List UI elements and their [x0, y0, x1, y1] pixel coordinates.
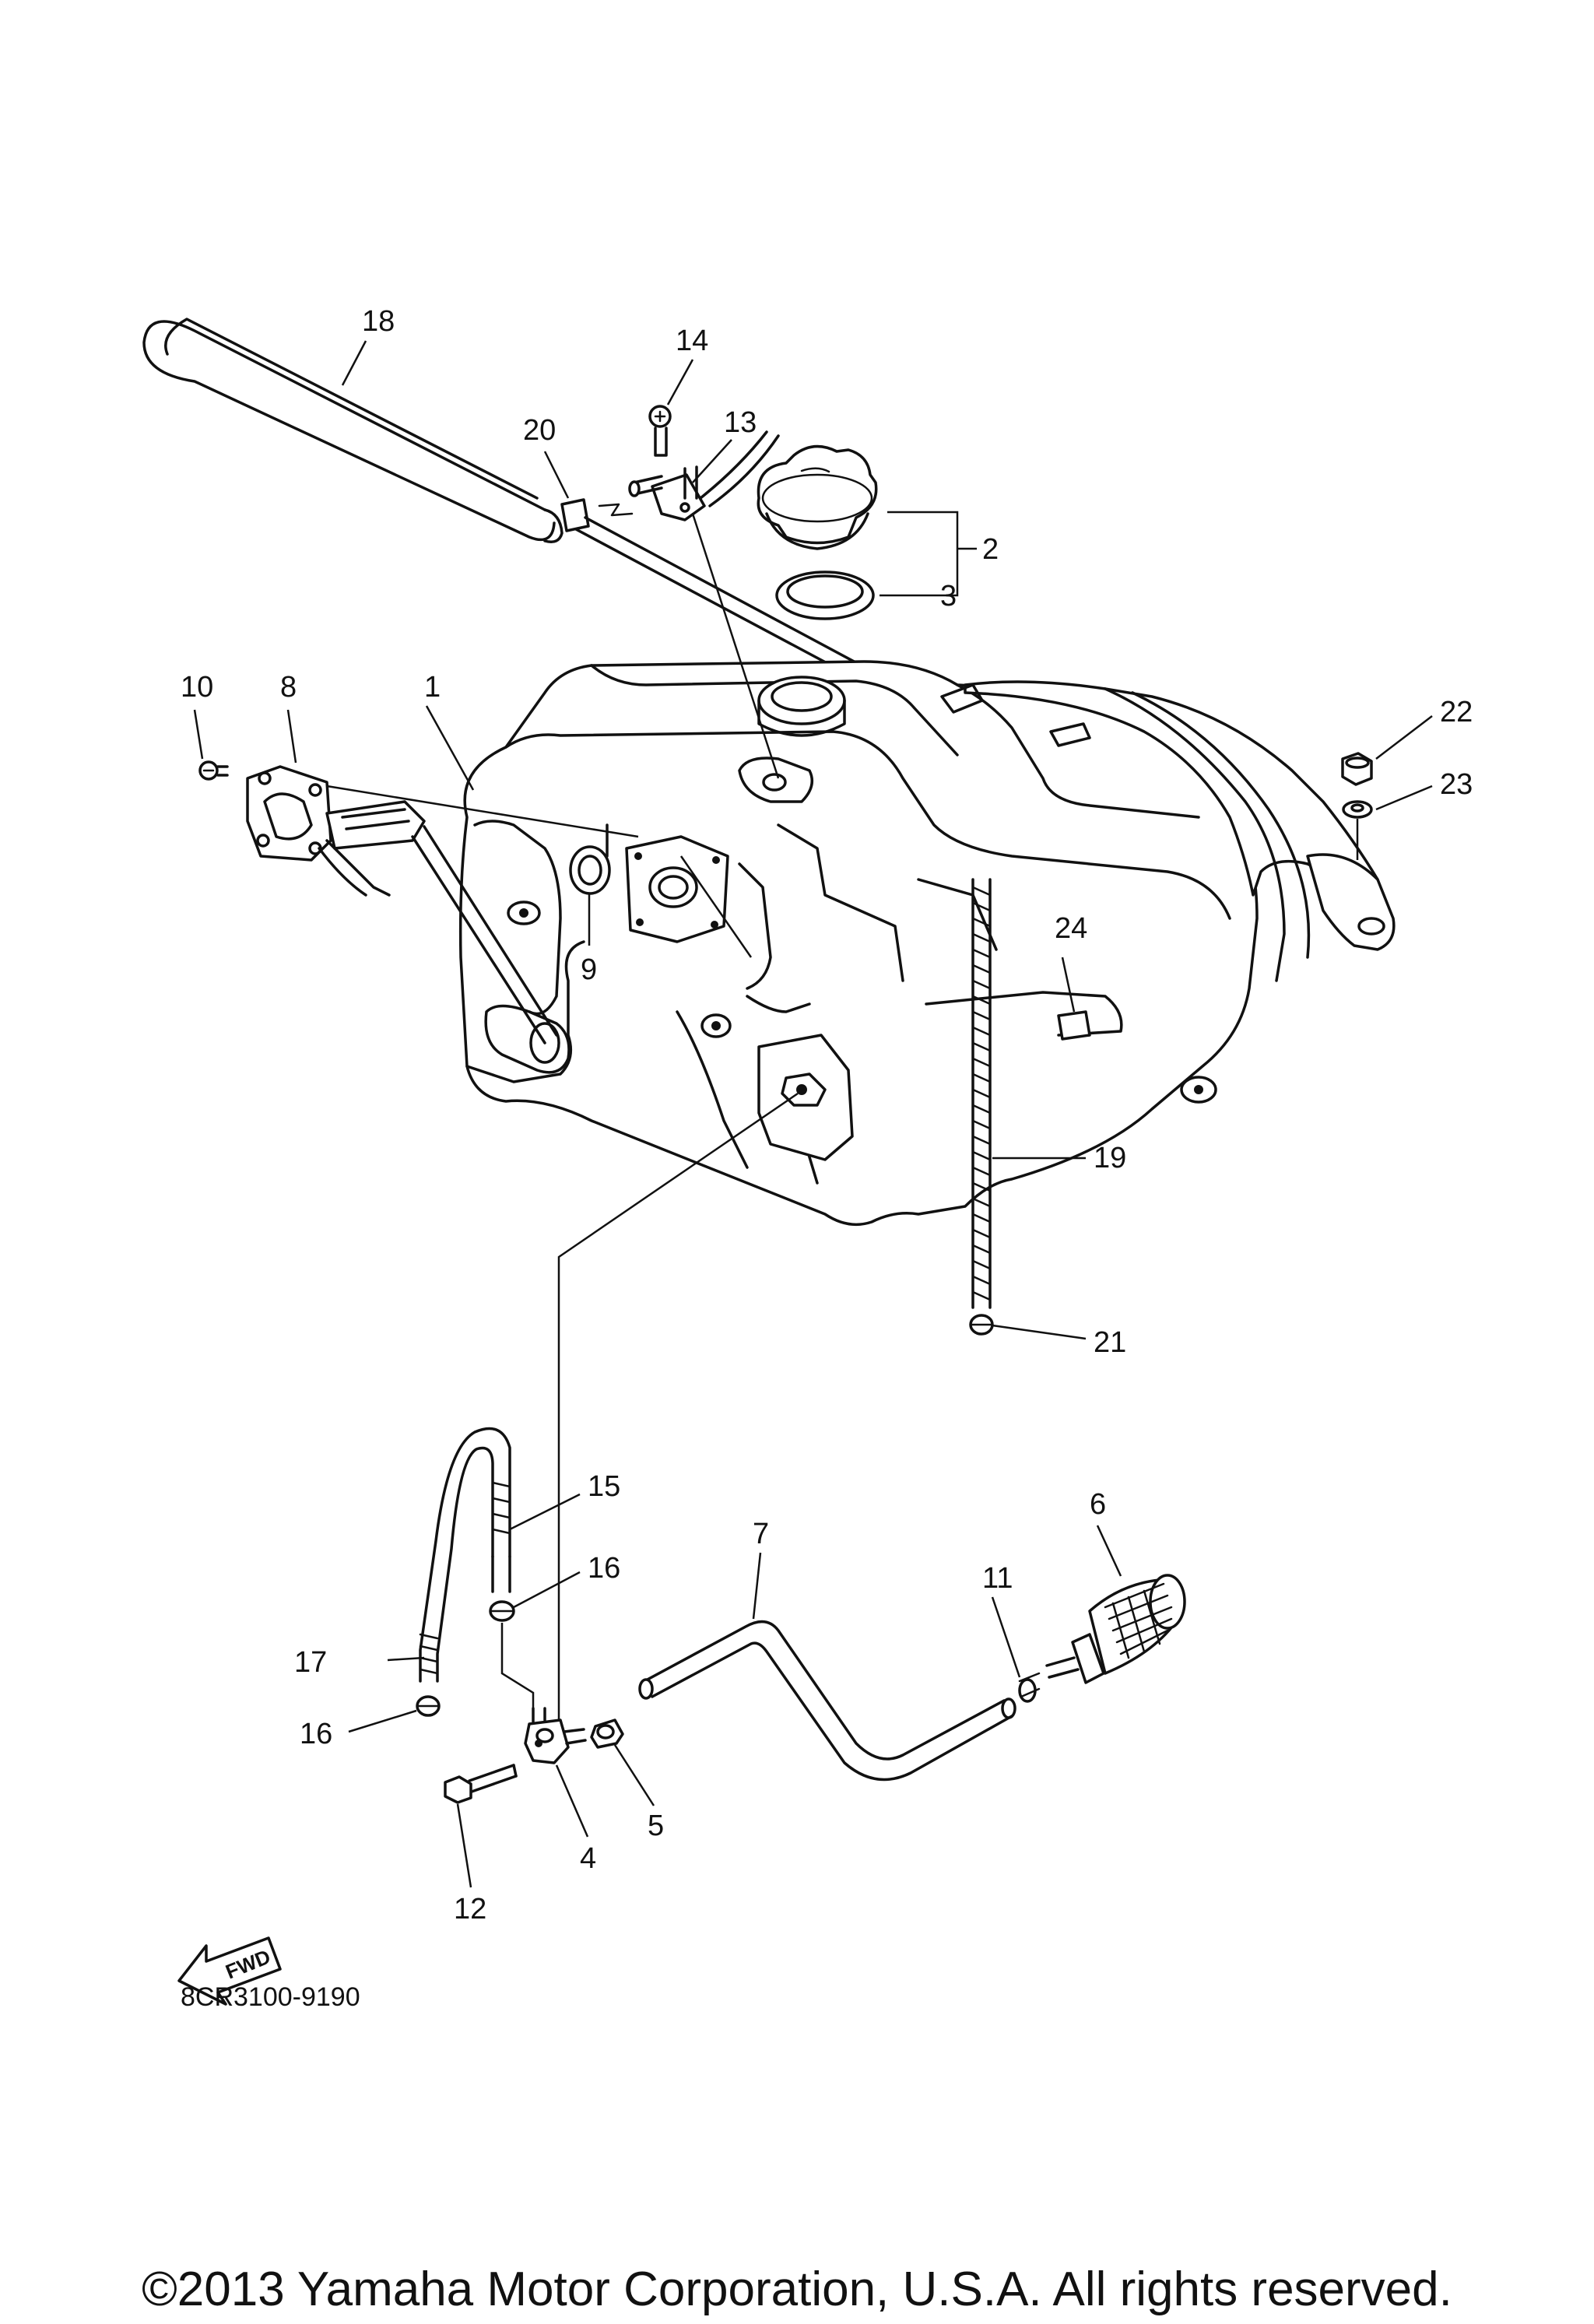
callout-5: 5 [648, 1810, 664, 1842]
callout-23: 23 [1440, 768, 1473, 801]
callout-6: 6 [1090, 1488, 1106, 1521]
callout-11: 11 [982, 1562, 1013, 1595]
callout-4: 4 [580, 1842, 596, 1875]
fuel-hose-7 [638, 1620, 1016, 1782]
callout-16-upper: 16 [588, 1552, 620, 1585]
callout-15: 15 [588, 1470, 620, 1503]
callout-leaders [193, 340, 1433, 1888]
callout-19: 19 [1094, 1142, 1126, 1174]
clip-20 [560, 498, 634, 532]
hose-clip-16-lower [416, 1695, 441, 1717]
callout-12: 12 [454, 1893, 486, 1926]
fuel-tank-1 [458, 660, 1396, 1227]
sender-plate-8 [246, 765, 332, 862]
callout-2: 2 [982, 533, 999, 566]
part-code: 8CR3100-9190 [181, 1982, 360, 2012]
callout-14: 14 [676, 325, 708, 357]
screw-10 [198, 760, 229, 781]
callout-18: 18 [362, 305, 395, 338]
fuel-filter-6 [1045, 1574, 1186, 1684]
callout-1: 1 [424, 671, 441, 704]
coil-sleeve-19 [971, 878, 992, 1309]
hose-end-21 [969, 1314, 994, 1336]
grommet-9 [569, 845, 611, 895]
callout-9: 9 [581, 953, 597, 986]
callout-13: 13 [724, 406, 757, 439]
callout-24: 24 [1055, 912, 1087, 945]
fuel-hose-17 [419, 1427, 511, 1683]
nut-22 [1341, 752, 1373, 786]
cap-gasket-3 [775, 570, 875, 620]
fuel-cap-2 [757, 444, 878, 550]
screw-14 [648, 405, 672, 457]
callout-21: 21 [1094, 1326, 1126, 1359]
fwd-arrow: FWD [177, 1936, 282, 2006]
vent-hose-18 [142, 318, 564, 543]
callout-8: 8 [280, 671, 297, 704]
hose-clamp-11 [1018, 1672, 1041, 1703]
callout-20: 20 [523, 414, 556, 447]
callout-16-lower: 16 [300, 1718, 332, 1750]
hose-15 [491, 1555, 511, 1593]
hose-clip-16-upper [489, 1600, 515, 1622]
breather-fitting-13 [628, 430, 780, 521]
assembly-leader-lines [557, 513, 799, 1724]
fuel-sender-assembly [318, 785, 639, 1044]
fuel-cock-4 [524, 1707, 587, 1764]
callout-3: 3 [940, 580, 957, 613]
copyright-notice: ©2013 Yamaha Motor Corporation, U.S.A. A… [142, 2263, 1452, 2316]
callout-10: 10 [181, 671, 213, 704]
washer-23 [1342, 800, 1373, 860]
collar-5 [590, 1718, 624, 1749]
callout-7: 7 [753, 1518, 769, 1550]
callout-bracket-2-3 [880, 511, 977, 597]
callout-numbers: 1 2 3 4 5 6 7 8 9 10 11 12 13 14 15 16 1… [181, 305, 1473, 1926]
bolt-12 [444, 1764, 518, 1804]
callout-22: 22 [1440, 696, 1473, 728]
callout-17: 17 [294, 1646, 327, 1679]
